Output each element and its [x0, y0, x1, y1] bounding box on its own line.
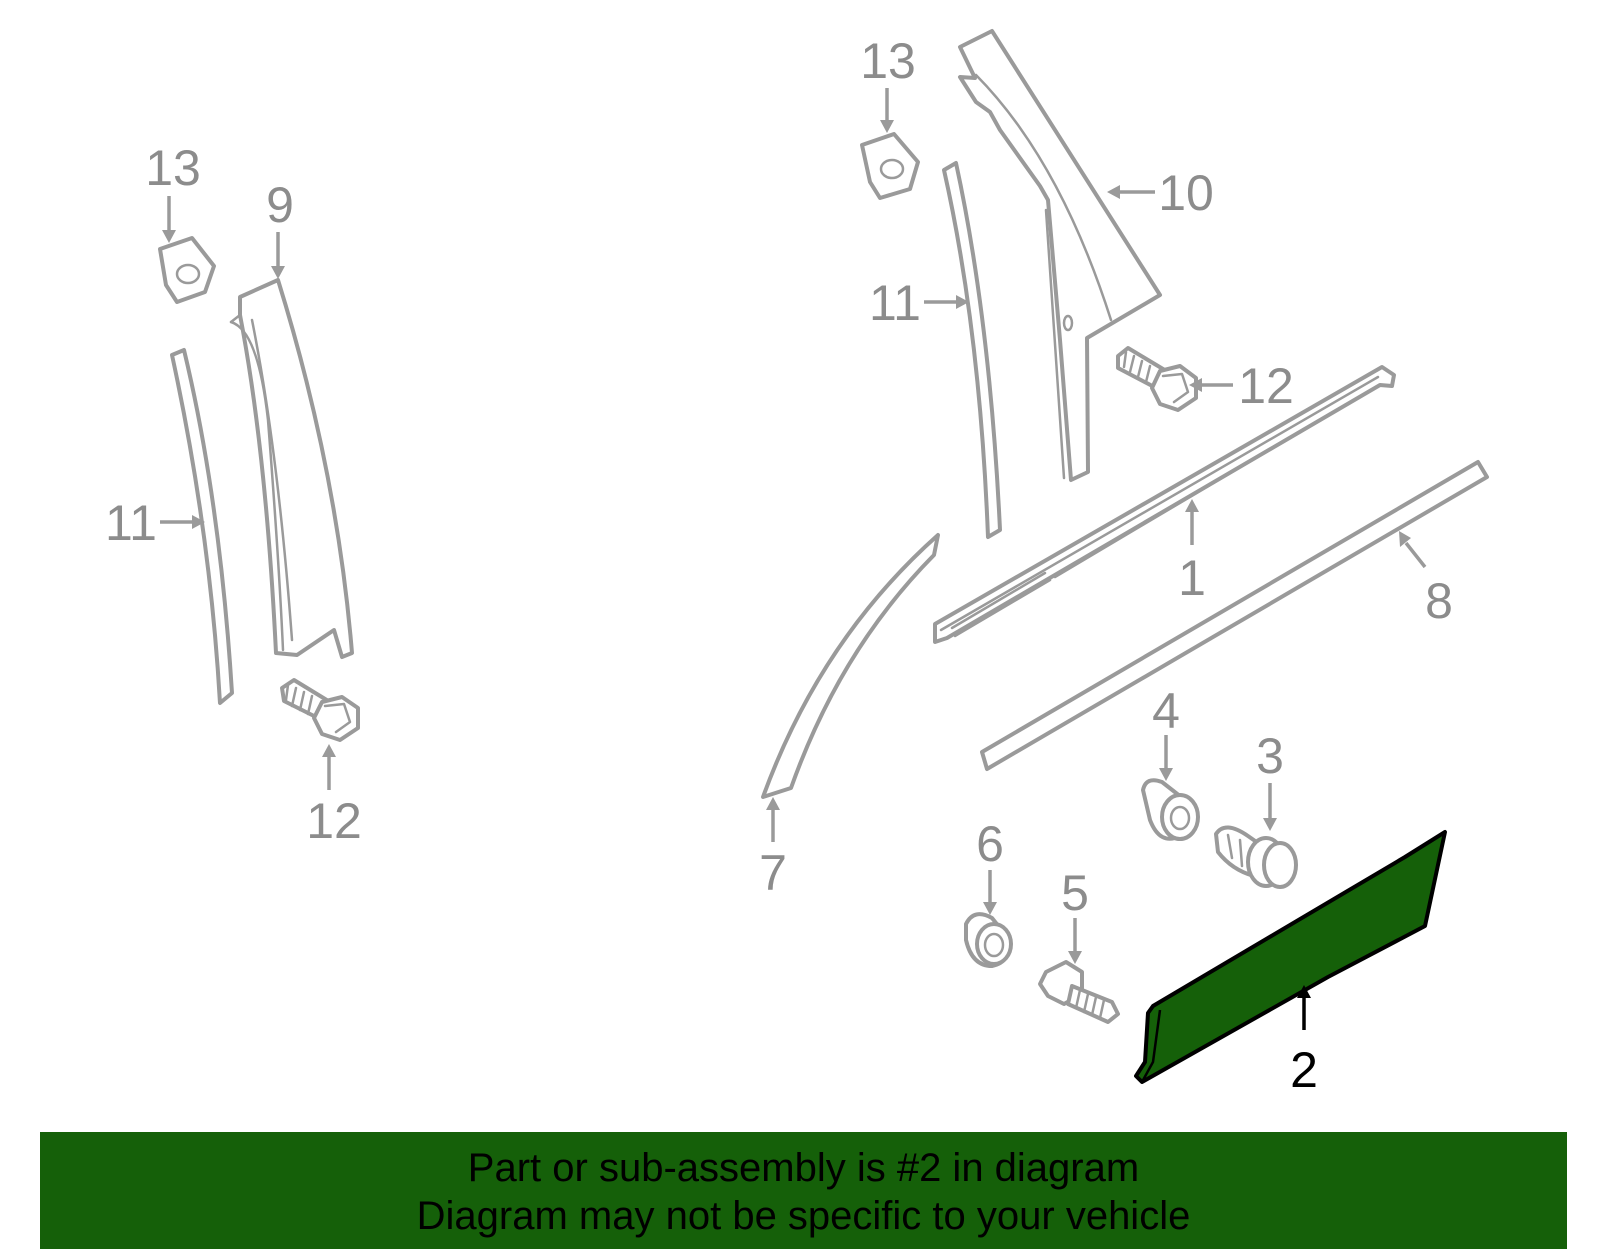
part-13-right-clip[interactable] [860, 132, 920, 200]
callout-13-left: 13 [145, 140, 201, 196]
arrow-9 [271, 232, 285, 279]
callout-8: 8 [1425, 573, 1453, 629]
arrow-12-right [1189, 378, 1233, 392]
part-5-bolt[interactable] [1038, 960, 1120, 1024]
arrow-7 [766, 797, 780, 842]
part-8-lower-strip[interactable] [980, 460, 1489, 771]
callout-6: 6 [976, 816, 1004, 872]
arrow-1 [1185, 499, 1199, 545]
footer-line-2: Diagram may not be specific to your vehi… [416, 1194, 1191, 1238]
arrow-13-right [880, 88, 894, 133]
arrow-5 [1068, 918, 1082, 964]
callout-11-right: 11 [869, 275, 921, 331]
part-7-arch-strip[interactable] [761, 533, 940, 799]
callout-1: 1 [1178, 550, 1206, 606]
footer-line-1: Part or sub-assembly is #2 in diagram [467, 1146, 1140, 1190]
arrow-8 [1399, 531, 1427, 569]
callout-11-left: 11 [105, 495, 157, 551]
part-2-door-molding[interactable] [1134, 830, 1447, 1084]
arrow-6 [983, 870, 997, 915]
arrow-11-right [924, 295, 969, 309]
callout-4: 4 [1152, 683, 1180, 739]
arrow-10 [1107, 185, 1155, 199]
part-6-grommet[interactable] [964, 912, 1013, 968]
part-3-push-clip[interactable] [1214, 825, 1298, 889]
part-9-pillar-applique[interactable] [229, 278, 354, 659]
callout-12-right: 12 [1238, 358, 1294, 414]
footer-banner: Part or sub-assembly is #2 in diagram Di… [40, 1132, 1567, 1249]
part-10-frame-applique[interactable] [958, 29, 1162, 482]
callout-10: 10 [1158, 165, 1214, 221]
part-12-right-bolt[interactable] [1116, 346, 1198, 412]
callout-5: 5 [1061, 865, 1089, 921]
arrow-12-left [322, 744, 336, 790]
part-12-left-bolt[interactable] [280, 678, 360, 742]
part-11-left-strip[interactable] [170, 348, 234, 705]
arrow-13-left [162, 196, 176, 243]
arrow-11-left [160, 515, 205, 529]
arrow-2 [1297, 985, 1311, 1030]
arrow-4 [1159, 735, 1173, 781]
callout-12-left: 12 [306, 793, 362, 849]
part-1-belt-molding[interactable] [933, 365, 1396, 644]
callout-2: 2 [1290, 1042, 1318, 1098]
part-11-right-strip[interactable] [942, 161, 1002, 539]
part-13-left-clip[interactable] [158, 236, 216, 304]
callout-7: 7 [759, 845, 787, 901]
arrow-3 [1263, 783, 1277, 831]
part-4-grommet[interactable] [1141, 778, 1200, 841]
callout-13-right: 13 [860, 33, 916, 89]
callout-3: 3 [1256, 728, 1284, 784]
callout-9: 9 [266, 177, 294, 233]
